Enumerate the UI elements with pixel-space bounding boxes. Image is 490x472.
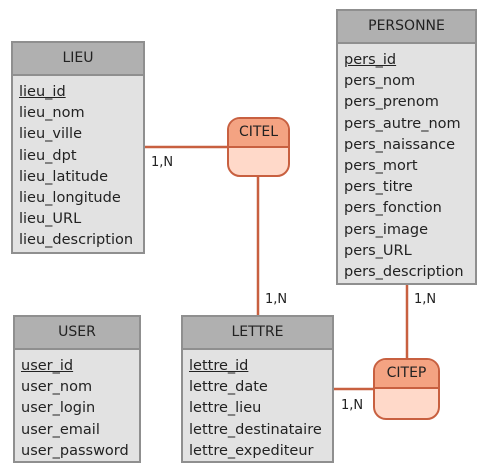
entity-lettre-key: lettre_id: [189, 358, 249, 374]
entity-lettre-attr: lettre_destinataire: [189, 421, 322, 438]
entity-lieu-attr: lieu_dpt: [19, 147, 77, 164]
entity-user-title: USER: [15, 317, 139, 350]
entity-user-attr: user_login: [21, 400, 96, 417]
entity-personne[interactable]: PERSONNE pers_id pers_nom pers_prenom pe…: [336, 9, 477, 285]
entity-personne-attr: pers_fonction: [344, 200, 442, 217]
entity-user-attr: user_email: [21, 421, 100, 438]
entity-user[interactable]: USER user_id user_nom user_login user_em…: [13, 315, 141, 463]
entity-personne-attr: pers_image: [344, 221, 429, 238]
cardinality-lettre-citep: 1,N: [341, 398, 364, 413]
association-citep-title: CITEP: [375, 360, 438, 389]
entity-personne-attr: pers_nom: [344, 73, 416, 90]
entity-personne-attr: pers_mort: [344, 158, 418, 175]
entity-personne-key: pers_id: [344, 52, 397, 68]
association-citep[interactable]: CITEP: [373, 358, 440, 420]
entity-user-attr: user_nom: [21, 379, 93, 396]
entity-personne-attr: pers_naissance: [344, 136, 456, 153]
entity-lettre-attr: lettre_expediteur: [189, 442, 314, 459]
entity-lieu-attr: lieu_description: [19, 232, 134, 249]
entity-lettre-title: LETTRE: [183, 317, 332, 350]
entity-personne-attr: pers_description: [344, 264, 464, 281]
entity-personne-attr: pers_URL: [344, 242, 412, 259]
entity-lieu-attr: lieu_nom: [19, 105, 85, 122]
entity-lieu-title: LIEU: [13, 43, 143, 76]
entity-lettre[interactable]: LETTRE lettre_id lettre_date lettre_lieu…: [181, 315, 334, 463]
association-citel-title: CITEL: [229, 119, 288, 148]
entity-personne-title: PERSONNE: [338, 11, 475, 44]
entity-personne-attr: pers_prenom: [344, 94, 439, 111]
entity-lieu-attr: lieu_longitude: [19, 190, 121, 207]
entity-lettre-attr: lettre_lieu: [189, 400, 262, 417]
entity-lieu-key: lieu_id: [19, 84, 66, 100]
entity-lieu[interactable]: LIEU lieu_id lieu_nom lieu_ville lieu_dp…: [11, 41, 145, 254]
cardinality-lieu-citel: 1,N: [151, 155, 174, 170]
entity-lieu-attr: lieu_latitude: [19, 168, 109, 185]
entity-personne-attr: pers_titre: [344, 179, 413, 196]
entity-lieu-attr: lieu_ville: [19, 126, 83, 143]
entity-user-attr: user_password: [21, 442, 129, 459]
entity-lieu-attr: lieu_URL: [19, 211, 82, 228]
cardinality-lettre-citel: 1,N: [265, 292, 288, 307]
entity-personne-attr: pers_autre_nom: [344, 115, 461, 132]
entity-user-key: user_id: [21, 358, 74, 374]
cardinality-personne-citep: 1,N: [414, 292, 437, 307]
entity-lettre-attr: lettre_date: [189, 379, 268, 396]
association-citel[interactable]: CITEL: [227, 117, 290, 177]
